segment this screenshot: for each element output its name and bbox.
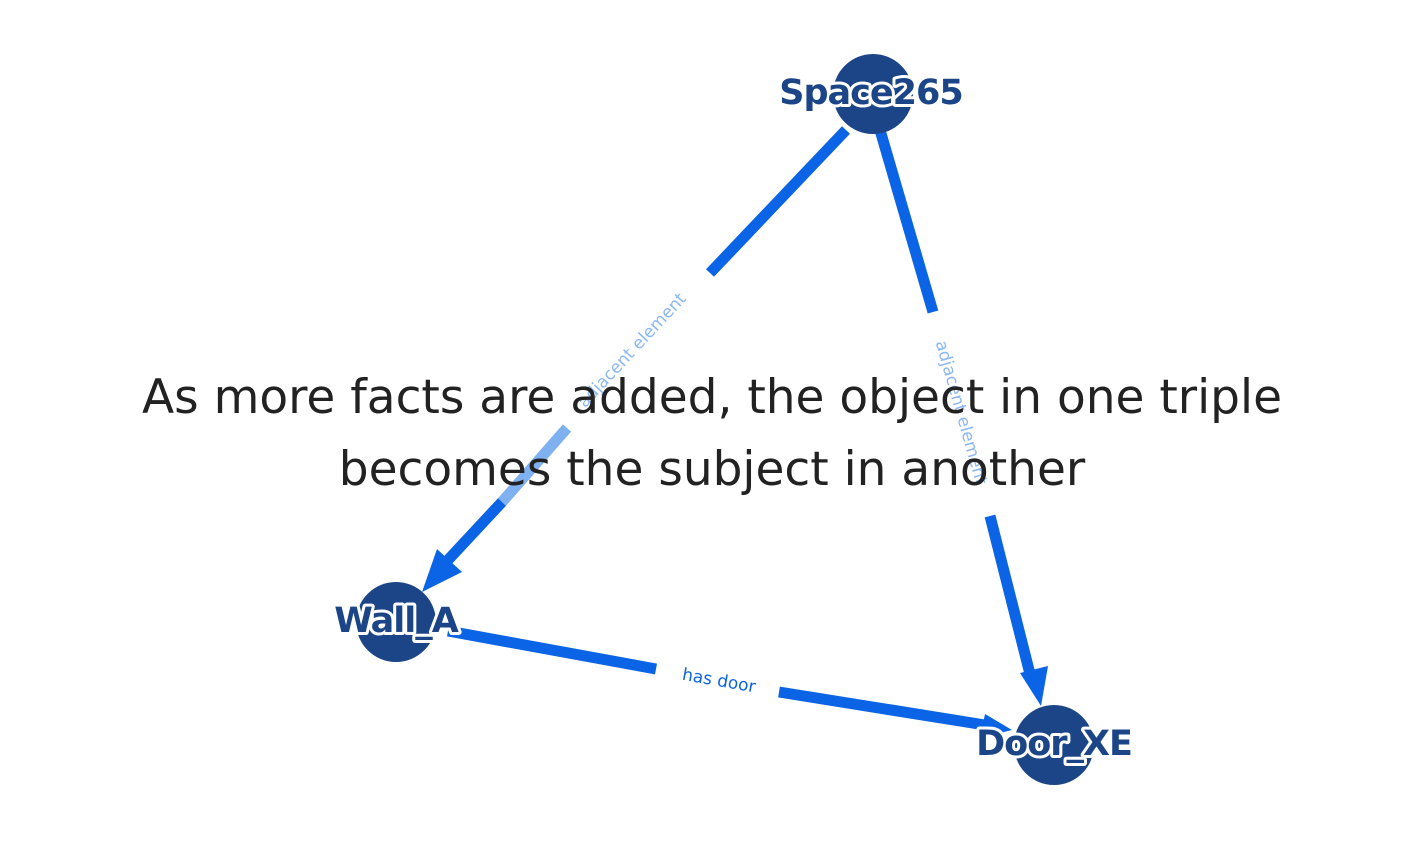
edge-space-to-door-arrowhead <box>1020 666 1048 706</box>
node-wall-a[interactable]: Wall_A <box>331 582 463 662</box>
edge-space-to-wall[interactable]: adjacent element <box>422 126 850 592</box>
edge-space-to-wall-line-faded <box>497 424 572 506</box>
node-space265[interactable]: Space265 <box>776 54 967 134</box>
edge-wall-to-door-label: has door <box>681 665 757 698</box>
edge-wall-to-door-line-left <box>447 625 657 675</box>
edge-wall-to-door-line-right <box>778 686 986 731</box>
edge-wall-to-door[interactable]: has door <box>447 625 1012 738</box>
node-space265-label: Space265 <box>779 73 962 113</box>
caption-line-1: As more facts are added, the object in o… <box>141 370 1282 425</box>
edge-space-to-wall-line-upper <box>706 126 850 277</box>
edge-space-to-door-line-lower <box>984 514 1036 676</box>
edge-space-to-wall-line-lower <box>443 498 507 564</box>
edge-space-to-wall-arrowhead <box>422 549 462 592</box>
node-wall-a-label: Wall_A <box>334 601 458 641</box>
node-wall-a-circle <box>356 582 436 662</box>
edge-wall-to-door-arrowhead <box>980 714 1012 738</box>
node-door-xe[interactable]: Door_XE <box>973 705 1136 785</box>
node-door-xe-circle <box>1014 705 1094 785</box>
node-door-xe-label: Door_XE <box>976 724 1132 764</box>
node-space265-circle <box>833 54 913 134</box>
caption-text: As more facts are added, the object in o… <box>0 362 1424 506</box>
edge-space-to-door-line-upper <box>874 128 939 314</box>
caption-line-2: becomes the subject in another <box>338 442 1086 497</box>
